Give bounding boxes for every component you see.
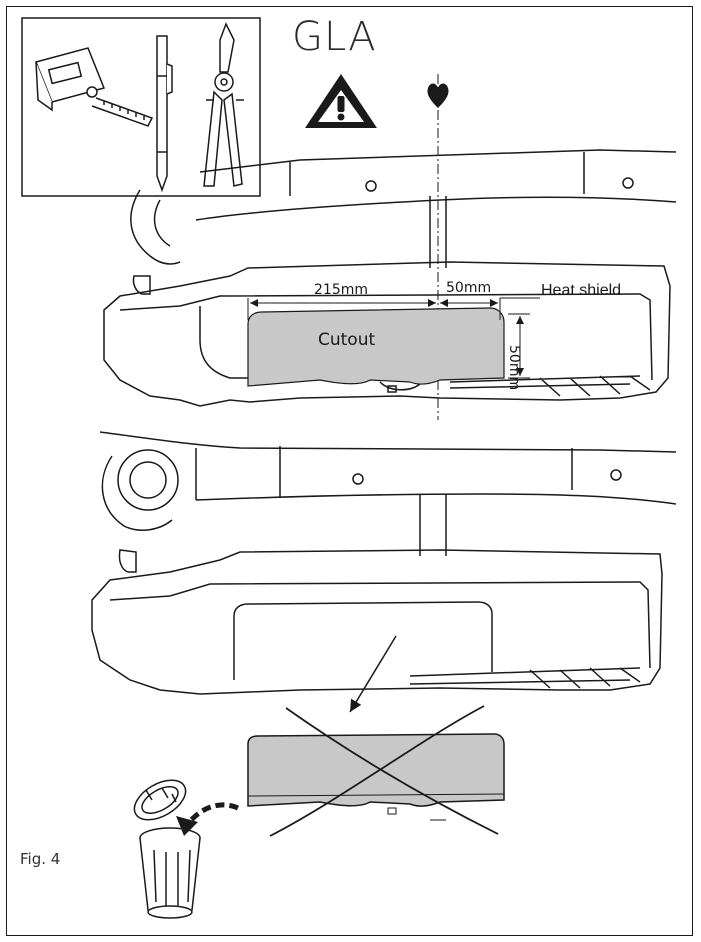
tools-box	[21, 17, 261, 197]
figure-label: Fig. 4	[20, 850, 61, 868]
dimension-50mm-width-label: 50mm	[446, 280, 492, 296]
dimension-50mm-height-label: 50mm	[506, 345, 522, 391]
upper-vehicle-view	[103, 149, 677, 407]
trash-can-icon	[133, 779, 240, 919]
removal-arrow	[349, 635, 397, 713]
tape-measure-icon	[34, 47, 154, 127]
removed-piece	[247, 705, 505, 837]
marker-pen-icon	[156, 35, 173, 193]
heat-shield-label: Heat shield	[541, 282, 622, 299]
dimension-lines	[247, 297, 540, 379]
cutout-area	[247, 307, 505, 387]
cutout-label: Cutout	[318, 330, 376, 350]
warning-icon	[305, 74, 377, 128]
page-title: GLA	[292, 14, 377, 60]
lower-vehicle-view	[91, 431, 677, 695]
tin-snips-icon	[203, 22, 244, 187]
page-frame	[6, 6, 693, 936]
dimension-215mm-label: 215mm	[314, 282, 368, 298]
